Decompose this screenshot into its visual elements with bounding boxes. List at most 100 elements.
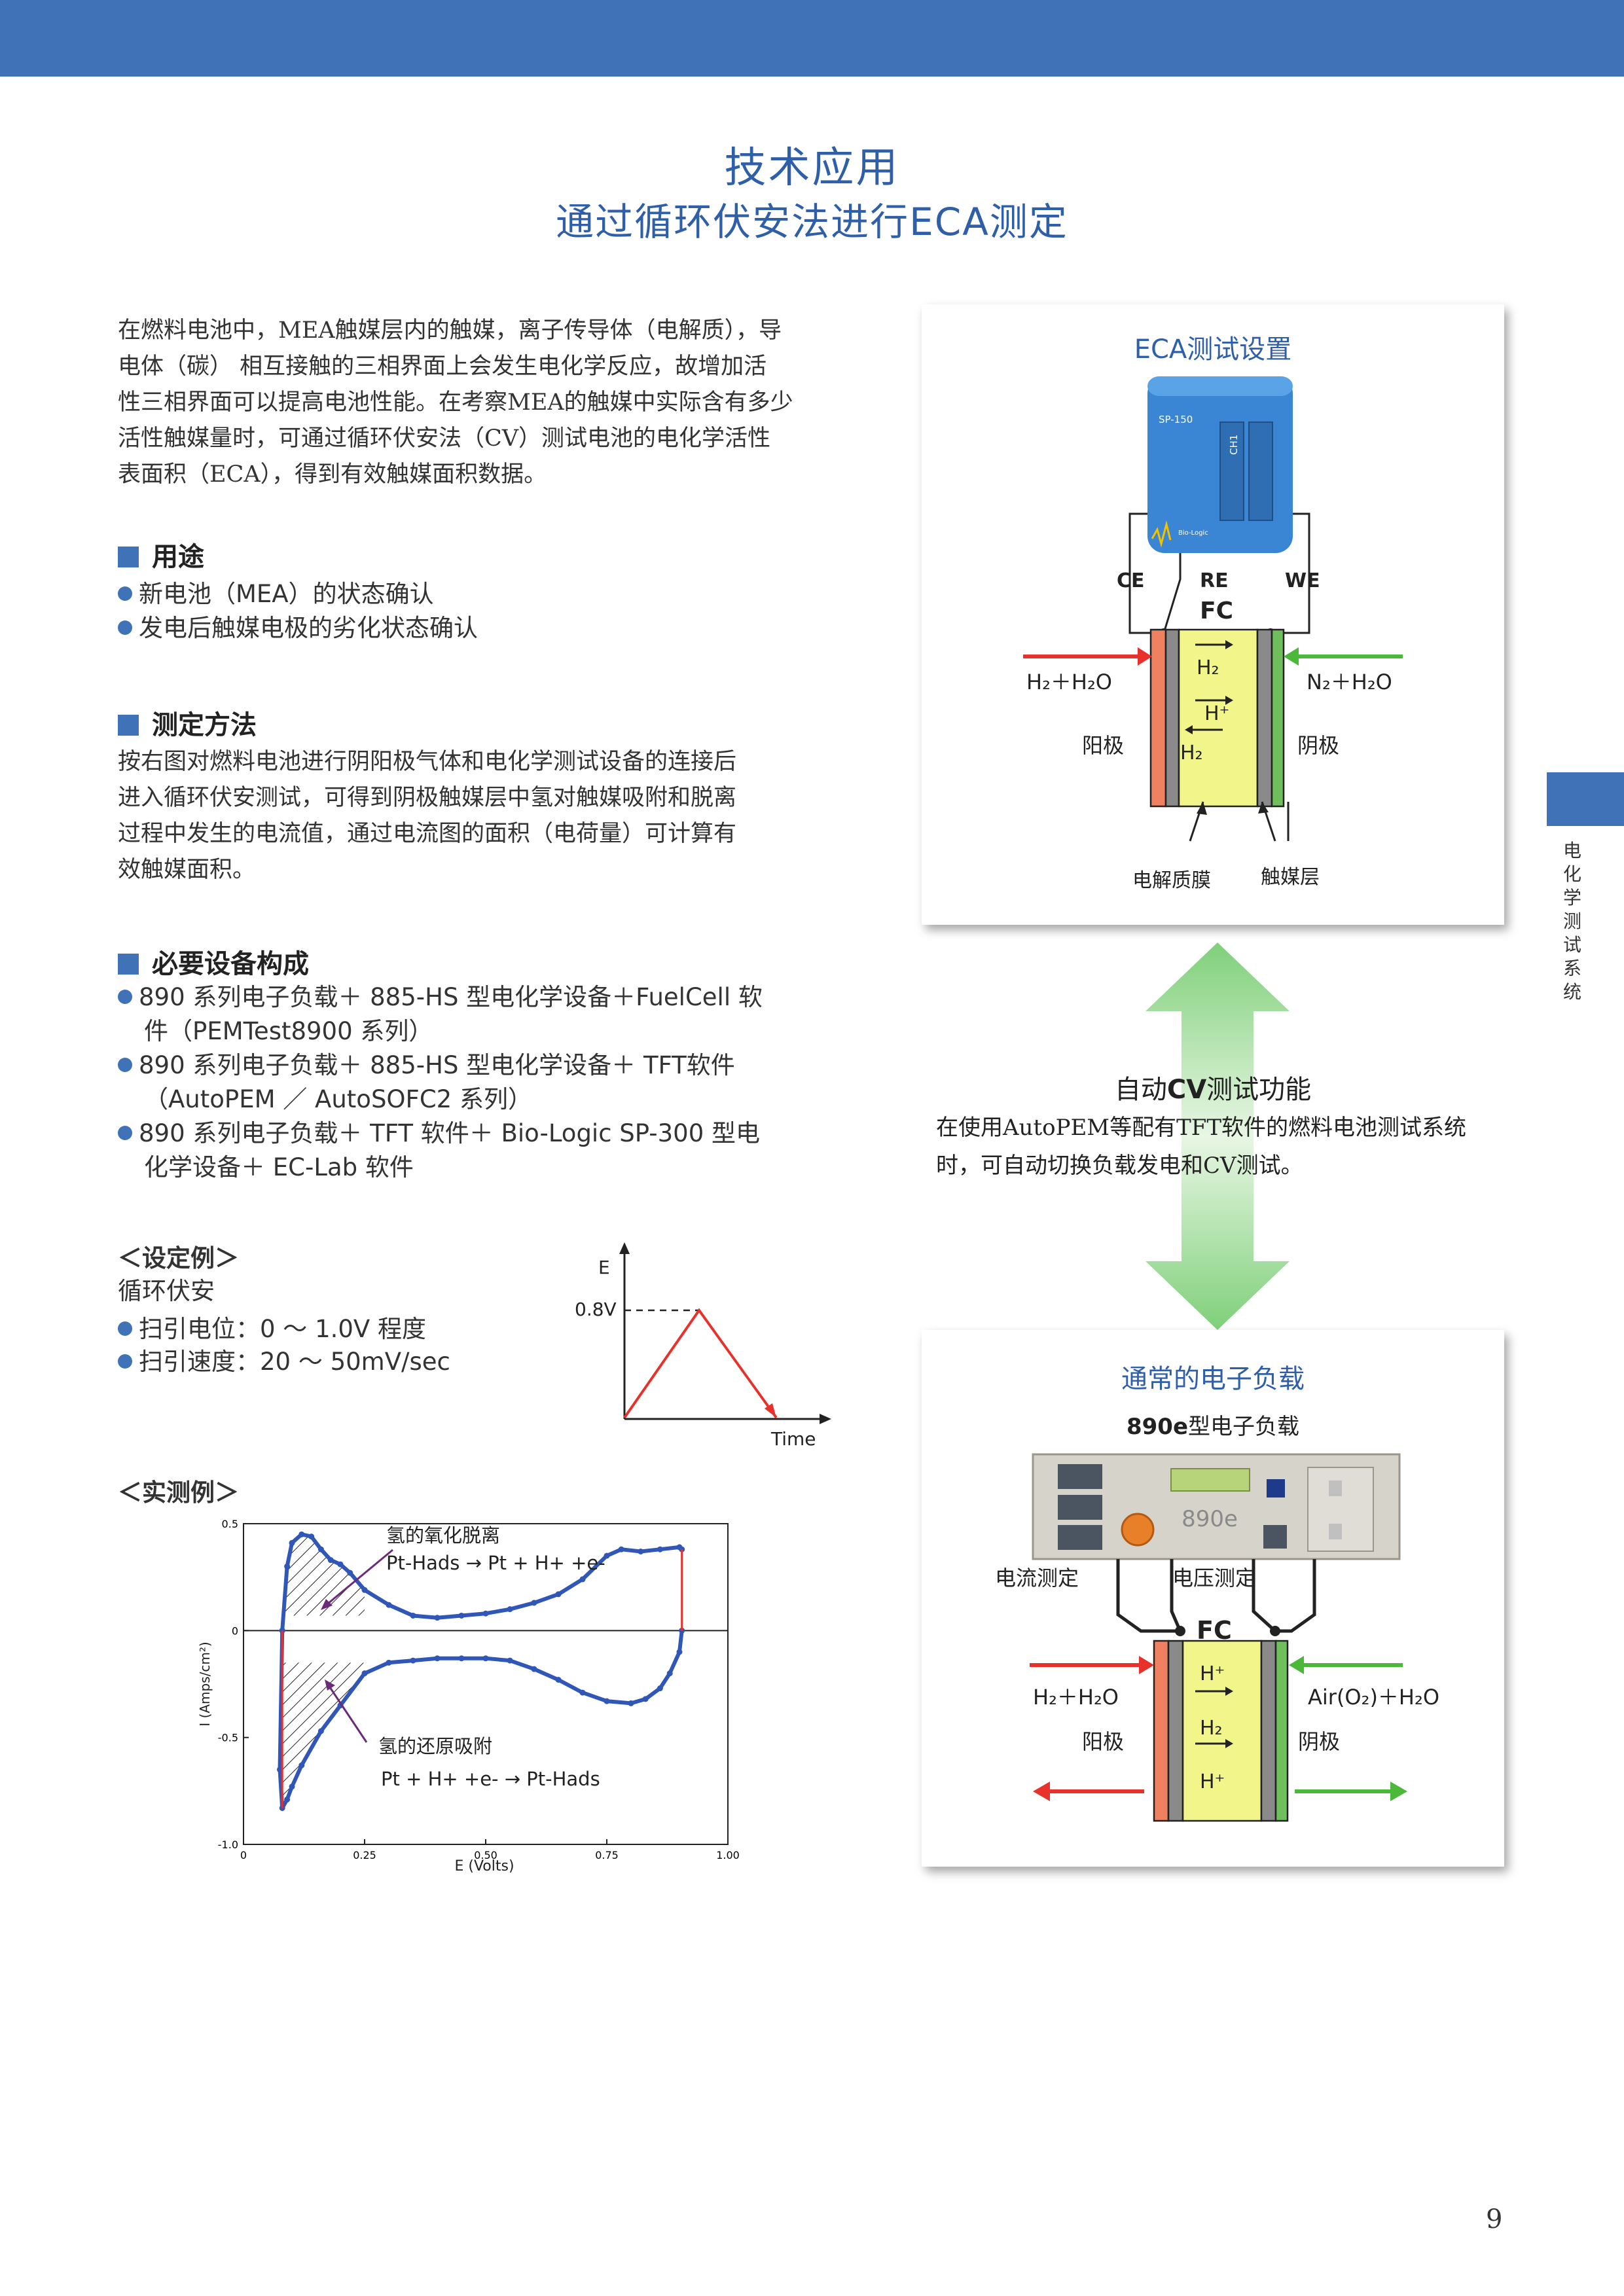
sweep-y-tick: 0.8V [575, 1299, 617, 1320]
method-heading: 测定方法 [118, 704, 257, 742]
sweep-y-label: E [598, 1257, 610, 1278]
list-item-continued: （AutoPEM ／ AutoSOFC2 系列） [144, 1085, 532, 1113]
annotation-reduction-title: 氢的还原吸附 [378, 1735, 492, 1757]
cv-point [657, 1546, 663, 1552]
ce-label: CE [1117, 569, 1145, 592]
sweep-x-label: Time [770, 1428, 816, 1450]
list-item-continued: 件（PEMTest8900 系列） [144, 1017, 433, 1045]
cv-point [410, 1612, 416, 1619]
cathode-gas-label: N₂＋H₂O [1307, 670, 1392, 694]
intro-line: 活性触媒量时，可通过循环伏安法（CV）测试电池的电化学活性 [118, 425, 771, 452]
load-cathode-out-arrow-icon [1390, 1782, 1407, 1801]
list-item: 扫引速度：20 ～ 50mV/sec [118, 1346, 450, 1378]
intro-line: 性三相界面可以提高电池性能。在考察MEA的触媒中实际含有多少 [118, 389, 793, 416]
cv-point [604, 1698, 610, 1704]
cv-point [327, 1557, 334, 1564]
cv-point [298, 1762, 305, 1768]
cv-point [666, 1670, 673, 1677]
side-section-label: 电化学测试系统 [1562, 840, 1581, 1003]
x-tick-label: 0.75 [595, 1849, 619, 1861]
method-paragraph: 按右图对燃料电池进行阴阳极气体和电化学测试设备的连接后 进入循环伏安测试，可得到… [118, 744, 844, 888]
cv-point [676, 1649, 683, 1655]
cv-point [618, 1546, 624, 1552]
intro-line: 在燃料电池中，MEA触媒层内的触媒，离子传导体（电解质），导 [118, 317, 782, 344]
cv-point [507, 1606, 513, 1613]
page-title: 技术应用 [724, 144, 900, 192]
reduction-hatched-area [282, 1630, 365, 1808]
annotation-reduction-eq: Pt + H+ +e- → Pt-Hads [381, 1768, 600, 1790]
list-item: 扫引电位：0 ～ 1.0V 程度 [118, 1313, 450, 1346]
cv-point [298, 1531, 305, 1537]
method-line: 效触媒面积。 [118, 857, 256, 883]
load-h2-label: H₂ [1200, 1717, 1223, 1740]
h2-label-top: H₂ [1197, 656, 1219, 679]
anode-layer [1149, 628, 1167, 808]
load-cathode-gas-label: Air(O₂)＋H₂O [1308, 1685, 1439, 1710]
side-section-tab [1547, 772, 1624, 826]
cv-point [482, 1610, 489, 1617]
cv-point [628, 1700, 634, 1706]
cathode-layer [1271, 628, 1285, 808]
list-item: 890 系列电子负载＋ 885-HS 型电化学设备＋ TFT软件 [118, 1049, 857, 1083]
membrane-label: 电解质膜 [1132, 869, 1211, 892]
y-tick-label: 0.5 [222, 1518, 238, 1530]
load-diagram: 890e FC H⁺ H₂ H⁺ [995, 1453, 1439, 1822]
load-anode-out-arrow-icon [1033, 1782, 1050, 1801]
anode-gas-label: H₂＋H₂O [1026, 670, 1112, 694]
annotation-oxidation-eq: Pt-Hads → Pt + H+ +e- [386, 1552, 605, 1574]
cv-point [386, 1602, 392, 1608]
cv-point [279, 1804, 285, 1811]
electrolyte-membrane [1178, 628, 1259, 808]
load-model-label: 890e型电子负载 [1126, 1414, 1300, 1440]
cv-x-label: E (Volts) [454, 1858, 514, 1874]
sweep-waveform-diagram: E 0.8V Time [575, 1242, 831, 1450]
cv-point [507, 1657, 513, 1664]
auto-cv-line: 在使用AutoPEM等配有TFT软件的燃料电池测试系统 [936, 1115, 1467, 1141]
list-item: 890 系列电子负载＋ TFT 软件＋ Bio-Logic SP-300 型电 [118, 1117, 857, 1151]
page-subtitle: 通过循环伏安法进行ECA测定 [556, 200, 1068, 244]
cv-point [317, 1546, 324, 1552]
power-button-icon [1121, 1513, 1155, 1547]
y-tick-label: 0 [232, 1624, 238, 1637]
brand-label: Bio-Logic [1178, 529, 1208, 537]
cv-point [531, 1600, 537, 1606]
cv-point [657, 1685, 663, 1692]
cv-point [531, 1666, 537, 1672]
cv-point [361, 1670, 368, 1677]
usage-heading-text: 用途 [152, 542, 204, 572]
re-label: RE [1200, 569, 1229, 592]
eca-setup-diagram: SP-150 CH1 Bio-Logic CE RE WE FC H₂ H⁺ H… [1023, 376, 1403, 892]
setting-heading: ＜设定例＞ [118, 1244, 239, 1272]
auto-cv-line: 时，可自动切换负载发电和CV测试。 [936, 1153, 1303, 1179]
cv-point [679, 1546, 685, 1552]
cv-point [308, 1534, 315, 1540]
cv-point [284, 1563, 291, 1570]
auto-cv-description: 在使用AutoPEM等配有TFT软件的燃料电池测试系统 时，可自动切换负载发电和… [936, 1109, 1525, 1185]
bullet-icon [118, 1058, 132, 1072]
usage-heading: 用途 [118, 535, 204, 573]
setting-mode: 循环伏安 [118, 1277, 215, 1305]
x-tick-label: 0.50 [474, 1849, 497, 1861]
cv-point [347, 1570, 353, 1576]
bullet-icon [118, 1354, 132, 1369]
cv-point [434, 1655, 441, 1662]
usage-list: 新电池（MEA）的状态确认 发电后触媒电极的劣化状态确认 [118, 577, 478, 645]
cv-point [482, 1655, 489, 1662]
cv-point [434, 1615, 441, 1621]
cv-point [458, 1655, 465, 1662]
load-fc-label: FC [1197, 1616, 1232, 1645]
bullet-icon [118, 1321, 132, 1336]
cv-point [579, 1689, 586, 1696]
x-tick-label: 0 [240, 1849, 247, 1861]
we-label: WE [1285, 569, 1320, 592]
setting-section: ＜设定例＞ 循环伏安 扫引电位：0 ～ 1.0V 程度 扫引速度：20 ～ 50… [118, 1242, 450, 1378]
cathode-gas-arrow-icon [1284, 647, 1299, 666]
catalyst-label: 触媒层 [1261, 866, 1320, 889]
cv-point [555, 1676, 562, 1683]
method-heading-text: 测定方法 [152, 710, 257, 740]
h2-label-bottom: H₂ [1180, 742, 1203, 764]
intro-line: 电体（碳） 相互接触的三相界面上会发生电化学反应，故增加活 [118, 353, 767, 380]
heading-square-icon [118, 547, 139, 567]
load-anode-gas-label: H₂＋H₂O [1033, 1685, 1119, 1710]
